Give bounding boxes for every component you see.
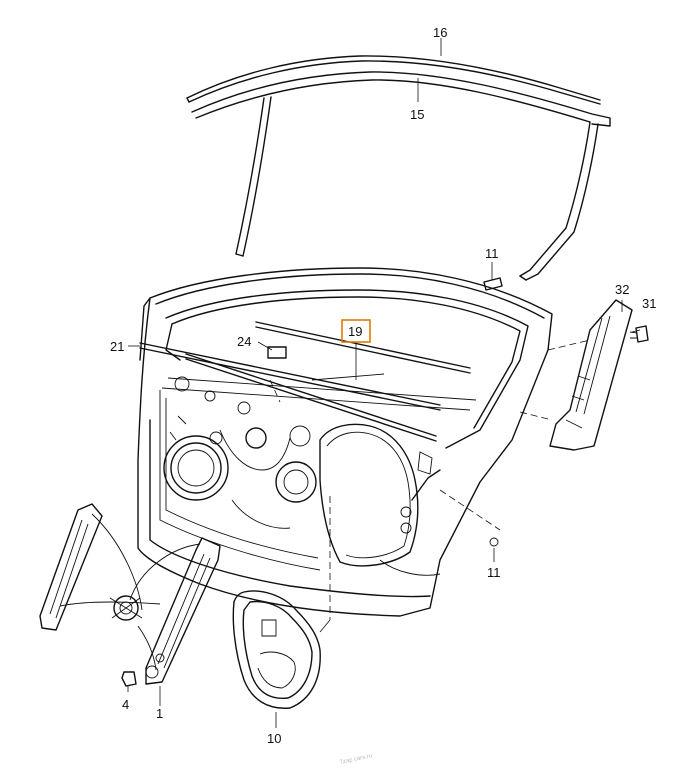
screw-31 (629, 325, 649, 343)
label-part-15: 15 (410, 107, 424, 122)
highlight-box-part-19 (341, 319, 371, 343)
label-part-24: 24 (237, 334, 251, 349)
label-part-19: 19 (348, 324, 362, 339)
window-regulator-1 (39, 503, 221, 685)
label-part-11-top: 11 (485, 246, 499, 261)
access-cover-10 (232, 590, 321, 709)
watermark: 7zap cars.ru (339, 753, 373, 766)
label-part-21: 21 (110, 339, 124, 354)
label-part-16: 16 (433, 25, 447, 40)
door-trim-strip-32 (549, 299, 633, 451)
label-part-10: 10 (267, 731, 281, 746)
label-part-4: 4 (122, 697, 129, 712)
label-part-32: 32 (615, 282, 629, 297)
clip-11-top (483, 277, 503, 291)
clip-11-bottom (489, 537, 499, 547)
label-part-11-bottom: 11 (487, 565, 501, 580)
outer-window-seal-21 (139, 342, 441, 411)
assembly-lines (269, 339, 591, 620)
nut-4 (121, 671, 137, 687)
window-frame-trim-16 (186, 55, 601, 105)
seal-clip-24 (267, 346, 287, 359)
inner-window-seal-19 (185, 321, 471, 442)
label-part-1: 1 (156, 706, 163, 721)
door-inner-panel (159, 376, 441, 576)
window-channel-15 (191, 71, 611, 281)
leader-lines (127, 38, 641, 728)
door-shell (137, 267, 553, 617)
label-part-31: 31 (642, 296, 656, 311)
